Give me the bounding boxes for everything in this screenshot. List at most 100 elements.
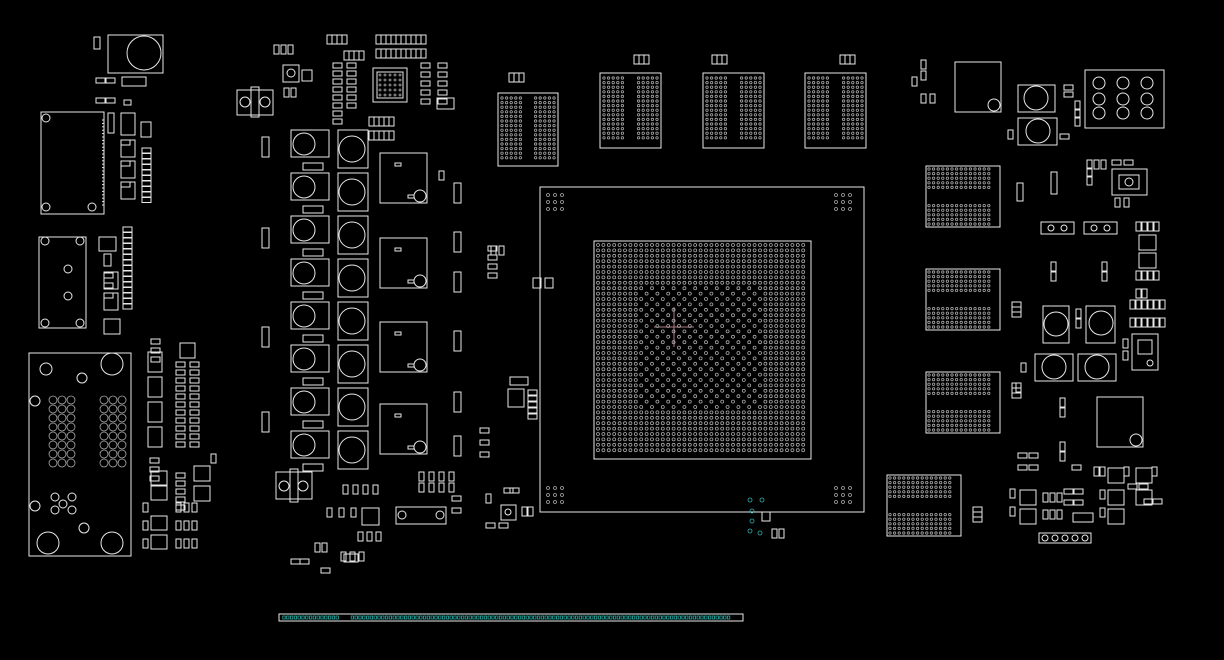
gpu-ball-pad bbox=[645, 260, 648, 263]
passive-component bbox=[1029, 453, 1038, 458]
gpu-ball-pad bbox=[613, 346, 616, 349]
power-inductor bbox=[291, 173, 329, 200]
gpu-ball-pad bbox=[613, 389, 616, 392]
gpu-ball-pad bbox=[786, 379, 789, 382]
memory-ball-pad bbox=[942, 218, 944, 220]
gpu-ball-pad bbox=[769, 260, 772, 263]
gpu-ball-pad bbox=[667, 346, 670, 349]
gpu-ball-pad bbox=[597, 281, 600, 284]
memory-ball-pad bbox=[817, 114, 819, 116]
memory-ball-pad bbox=[937, 186, 939, 188]
gpu-ball-pad bbox=[796, 422, 799, 425]
memory-ball-pad bbox=[944, 527, 946, 529]
memory-ball-pad bbox=[544, 147, 546, 149]
memory-ball-pad bbox=[510, 143, 512, 145]
gpu-ball-pad bbox=[796, 281, 799, 284]
gpu-ball-pad bbox=[618, 276, 621, 279]
gpu-ball-pad bbox=[780, 319, 783, 322]
gpu-ball-pad bbox=[715, 330, 718, 333]
gpu-ball-pad bbox=[602, 346, 605, 349]
gpu-ball-pad bbox=[699, 271, 702, 274]
memory-ball-pad bbox=[817, 123, 819, 125]
gpu-ball-pad bbox=[640, 373, 643, 376]
test-point bbox=[1042, 535, 1048, 541]
gpu-ball-pad bbox=[618, 265, 621, 268]
memory-ball-pad bbox=[955, 410, 957, 412]
gpu-ball-pad bbox=[688, 244, 691, 247]
gpu-ball-pad bbox=[634, 368, 637, 371]
memory-ball-pad bbox=[932, 420, 934, 422]
memory-ball-pad bbox=[893, 491, 895, 493]
hdmi-connector-housing bbox=[41, 112, 104, 214]
pcie-gold-finger-pad bbox=[522, 616, 524, 619]
gpu-ball-pad bbox=[629, 438, 632, 441]
memory-ball-pad bbox=[935, 527, 937, 529]
gpu-ball-pad bbox=[661, 260, 664, 263]
gpu-ball-pad bbox=[607, 271, 610, 274]
memory-ball-pad bbox=[949, 527, 951, 529]
gpu-ball-pad bbox=[759, 443, 762, 446]
memory-ball-pad bbox=[724, 123, 726, 125]
gpu-ball-pad bbox=[732, 292, 735, 295]
memory-ball-pad bbox=[544, 124, 546, 126]
memory-ball-pad bbox=[960, 280, 962, 282]
memory-ball-pad bbox=[942, 312, 944, 314]
gpu-ball-pad bbox=[786, 254, 789, 257]
gpu-ball-pad bbox=[742, 346, 745, 349]
gpu-ball-pad bbox=[715, 406, 718, 409]
controller-pad bbox=[389, 79, 391, 81]
memory-ball-pad bbox=[932, 275, 934, 277]
memory-ball-pad bbox=[942, 317, 944, 319]
memory-ball-pad bbox=[740, 137, 742, 139]
gpu-ball-pad bbox=[732, 281, 735, 284]
memory-ball-pad bbox=[612, 86, 614, 88]
gpu-ball-pad bbox=[683, 330, 686, 333]
ic-small bbox=[151, 535, 167, 549]
gpu-ball-pad bbox=[786, 384, 789, 387]
gpu-ball-pad bbox=[802, 395, 805, 398]
memory-ball-pad bbox=[974, 186, 976, 188]
memory-ball-pad bbox=[706, 109, 708, 111]
memory-ball-pad bbox=[937, 218, 939, 220]
memory-ball-pad bbox=[539, 124, 541, 126]
memory-ball-pad bbox=[969, 378, 971, 380]
memory-ball-pad bbox=[928, 388, 930, 390]
memory-ball-pad bbox=[817, 100, 819, 102]
memory-ball-pad bbox=[946, 182, 948, 184]
memory-ball-pad bbox=[861, 86, 863, 88]
memory-ball-pad bbox=[861, 114, 863, 116]
passive-component bbox=[1100, 508, 1105, 517]
memory-ball-pad bbox=[515, 111, 517, 113]
gpu-ball-pad bbox=[672, 319, 675, 322]
memory-ball-pad bbox=[720, 127, 722, 129]
pcie-gold-finger-pad bbox=[283, 616, 285, 619]
gpu-ball-pad bbox=[802, 449, 805, 452]
inductor-coil-outline bbox=[293, 176, 315, 198]
package-corner-pad bbox=[835, 487, 838, 490]
gpu-ball-pad bbox=[769, 427, 772, 430]
memory-ball-pad bbox=[983, 410, 985, 412]
memory-ball-pad bbox=[951, 317, 953, 319]
dvi-pin bbox=[109, 405, 117, 413]
memory-ball-pad bbox=[928, 186, 930, 188]
gpu-ball-pad bbox=[753, 411, 756, 414]
memory-ball-pad bbox=[826, 95, 828, 97]
gpu-ball-pad bbox=[737, 260, 740, 263]
gpu-ball-pad bbox=[672, 406, 675, 409]
passive-component bbox=[176, 394, 185, 399]
memory-ball-pad bbox=[651, 95, 653, 97]
memory-ball-pad bbox=[983, 275, 985, 277]
passive-component bbox=[190, 418, 199, 423]
memory-ball-pad bbox=[951, 388, 953, 390]
esd-array bbox=[104, 272, 118, 289]
gpu-ball-pad bbox=[597, 265, 600, 268]
passive-component bbox=[437, 98, 454, 109]
controller-pad bbox=[389, 84, 391, 86]
memory-ball-pad bbox=[916, 481, 918, 483]
memory-ball-pad bbox=[510, 147, 512, 149]
passive-component bbox=[363, 485, 368, 494]
memory-ball-pad bbox=[893, 481, 895, 483]
memory-ball-pad bbox=[978, 209, 980, 211]
gpu-ball-pad bbox=[634, 335, 637, 338]
